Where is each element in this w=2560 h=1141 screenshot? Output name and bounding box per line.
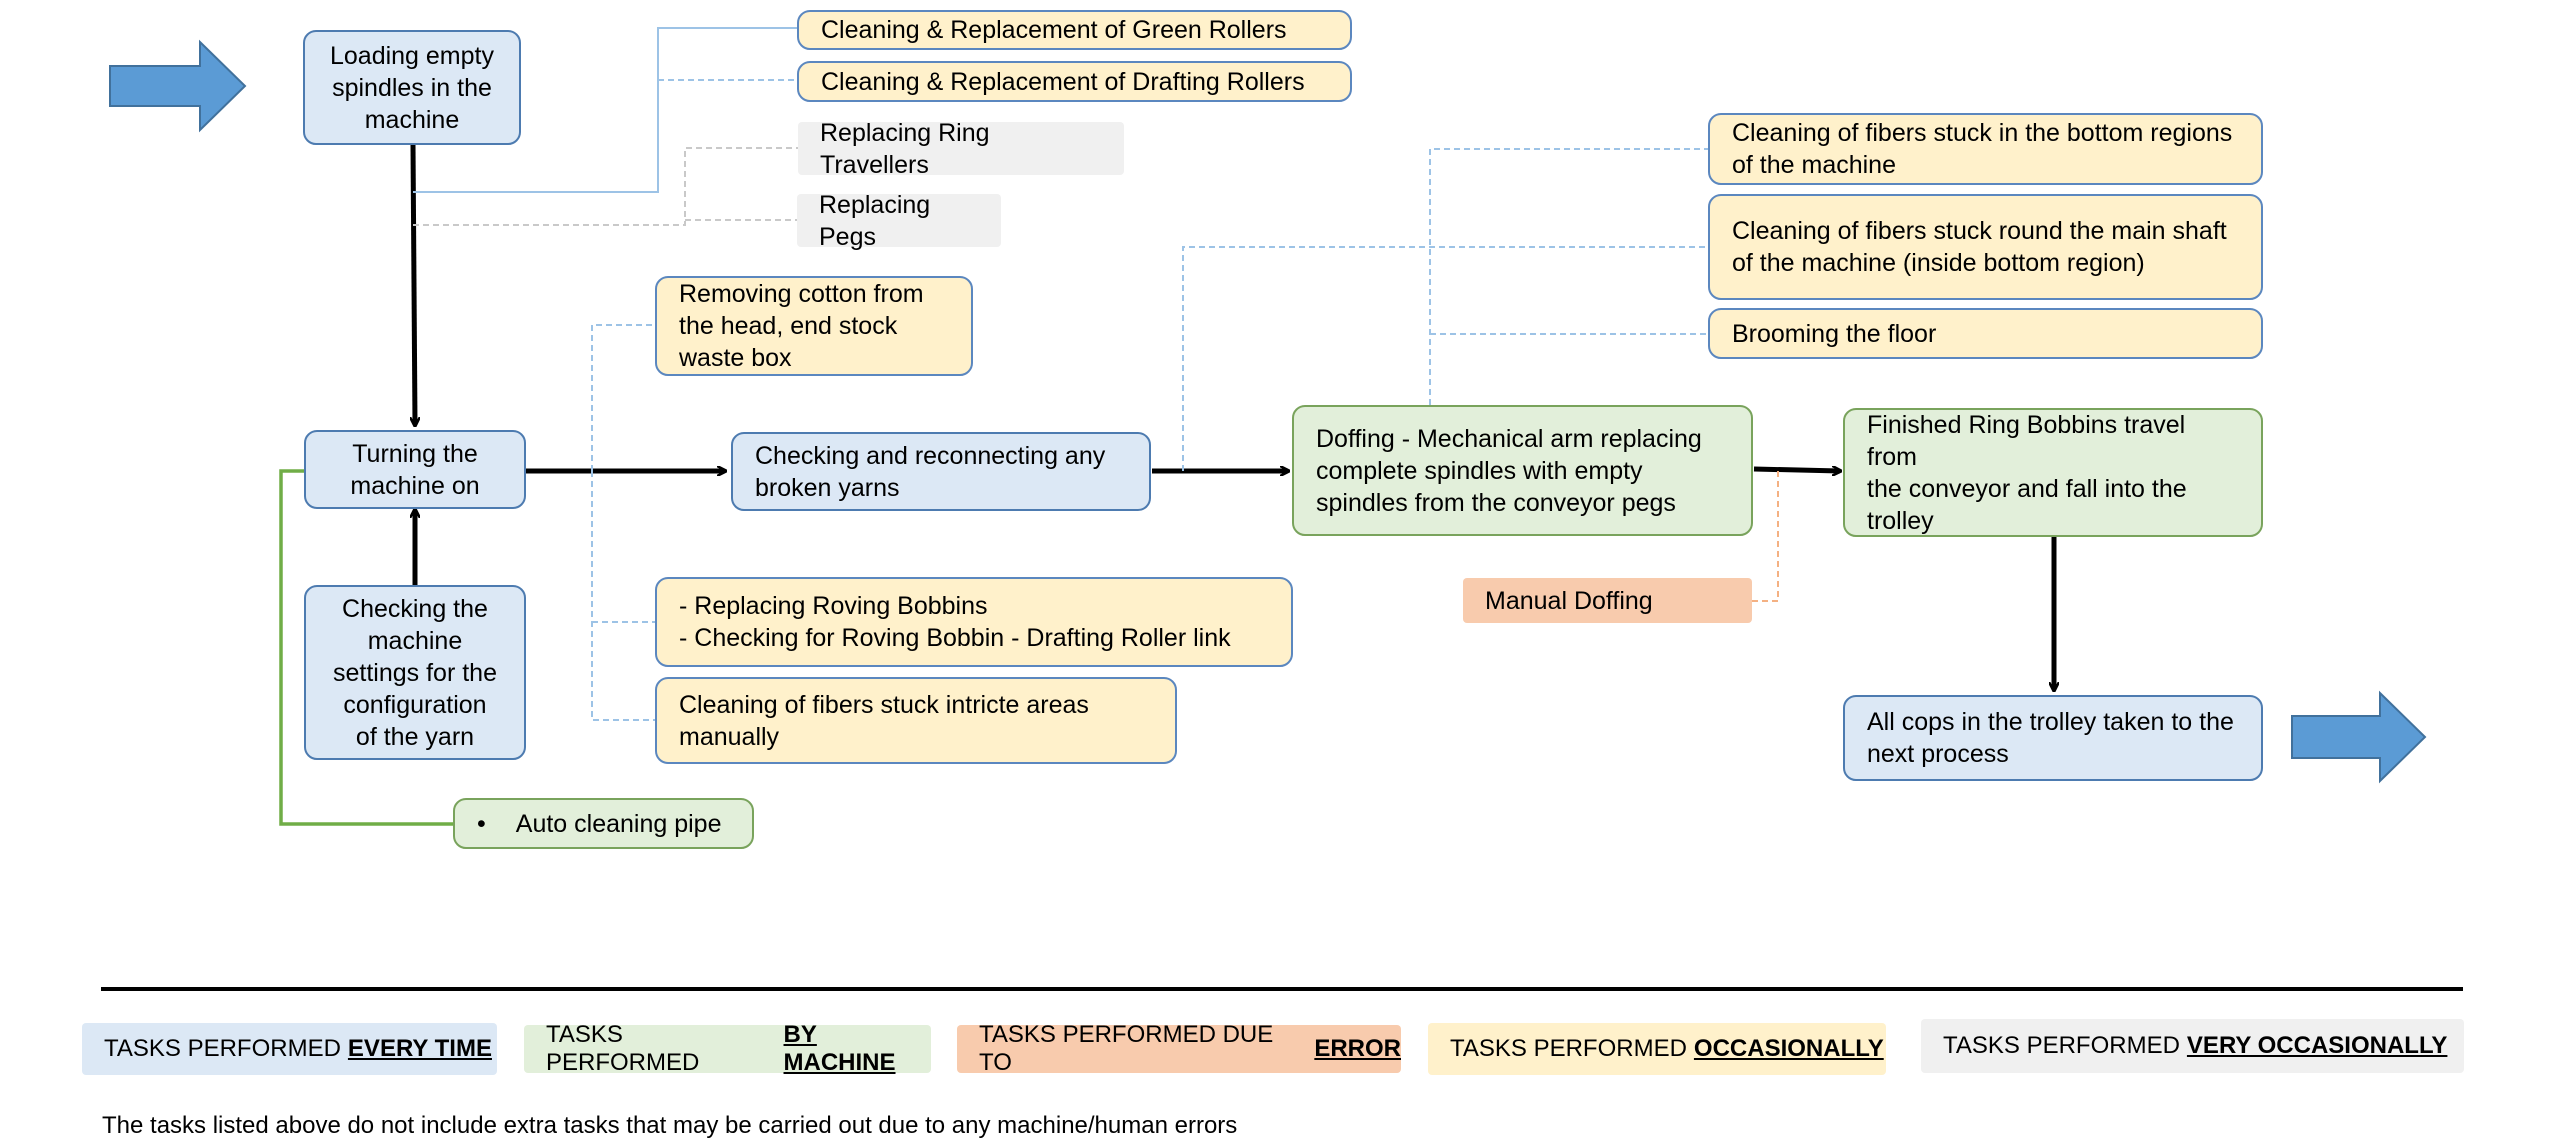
checking-reconnecting-step: Checking and reconnecting any broken yar… — [731, 432, 1151, 511]
removing-cotton-task: Removing cotton from the head, end stock… — [655, 276, 973, 376]
connector-turning-occasional — [591, 324, 655, 471]
connector-pegs — [413, 147, 800, 226]
bottom-regions-task: Cleaning of fibers stuck in the bottom r… — [1708, 113, 2263, 185]
turning-machine-on-label: Turning the machine on — [350, 439, 480, 500]
input-arrow-icon — [109, 39, 247, 133]
legend-very-occasionally-prefix: TASKS PERFORMED — [1943, 1032, 2180, 1059]
finished-bobbins-step: Finished Ring Bobbins travel from the co… — [1843, 408, 2263, 537]
footnote: The tasks listed above do not include ex… — [102, 1112, 1238, 1139]
connector-checking-cleaning — [1182, 246, 1708, 471]
legend-by-machine-prefix: TASKS PERFORMED — [546, 1021, 700, 1076]
legend-occasionally-strong: OCCASIONALLY — [1693, 1035, 1884, 1062]
loading-spindles-step: Loading empty spindles in the machine — [303, 30, 521, 145]
intricate-areas-label: Cleaning of fibers stuck intricte areas … — [679, 690, 1089, 751]
legend-by-machine: TASKS PERFORMED BY MACHINE — [524, 1021, 931, 1076]
checking-settings-step: Checking the machine settings for the co… — [304, 585, 526, 760]
doffing-step: Doffing - Mechanical arm replacing compl… — [1292, 405, 1753, 536]
roving-bobbins-label: - Replacing Roving Bobbins - Checking fo… — [679, 592, 1231, 652]
connector-turning-lower — [591, 471, 655, 721]
output-arrow-icon — [2291, 690, 2427, 784]
main-shaft-label: Cleaning of fibers stuck round the main … — [1732, 217, 2227, 277]
legend-occasionally-prefix: TASKS PERFORMED — [1450, 1035, 1687, 1062]
legend-due-to-error: TASKS PERFORMED DUE TO ERROR — [957, 1021, 1401, 1076]
drafting-rollers-task: Cleaning & Replacement of Drafting Rolle… — [797, 61, 1352, 102]
legend-by-machine-strong: BY MACHINE — [783, 1021, 896, 1076]
auto-cleaning-pipe-task: • Auto cleaning pipe — [453, 798, 754, 849]
legend-very-occasionally: TASKS PERFORMED VERY OCCASIONALLY — [1921, 1019, 2464, 1073]
replacing-pegs-task: Replacing Pegs — [797, 191, 1001, 251]
ring-travellers-label: Replacing Ring Travellers — [820, 118, 990, 179]
intricate-areas-task: Cleaning of fibers stuck intricte areas … — [655, 677, 1177, 764]
auto-cleaning-pipe-label: Auto cleaning pipe — [515, 809, 722, 838]
turning-machine-on-step: Turning the machine on — [304, 430, 526, 509]
doffing-label: Doffing - Mechanical arm replacing compl… — [1316, 424, 1702, 517]
connector-doffing-bottom — [1429, 148, 1708, 405]
finished-bobbins-label: Finished Ring Bobbins travel from the co… — [1867, 410, 2187, 535]
legend-due-to-error-prefix: TASKS PERFORMED DUE TO — [979, 1021, 1274, 1076]
manual-doffing-label: Manual Doffing — [1485, 586, 1653, 615]
green-rollers-label: Cleaning & Replacement of Green Rollers — [821, 16, 1287, 44]
legend-due-to-error-strong: ERROR — [1314, 1035, 1401, 1062]
arrow-loading-to-turning — [413, 144, 415, 425]
main-shaft-task: Cleaning of fibers stuck round the main … — [1708, 194, 2263, 300]
roving-bobbins-task: - Replacing Roving Bobbins - Checking fo… — [655, 577, 1293, 667]
bullet-icon: • — [477, 809, 486, 838]
brooming-task: Brooming the floor — [1708, 308, 2263, 359]
legend-very-occasionally-strong: VERY OCCASIONALLY — [2186, 1032, 2448, 1059]
all-cops-step: All cops in the trolley taken to the nex… — [1843, 695, 2263, 781]
replacing-pegs-label: Replacing Pegs — [819, 190, 931, 251]
connector-rollers — [413, 27, 800, 193]
checking-settings-label: Checking the machine settings for the co… — [333, 594, 497, 751]
manual-doffing-task: Manual Doffing — [1463, 578, 1752, 623]
legend-every-time-prefix: TASKS PERFORMED — [104, 1035, 341, 1062]
legend-every-time-strong: EVERY TIME — [347, 1035, 492, 1062]
loading-spindles-label: Loading empty spindles in the machine — [329, 41, 494, 134]
legend-every-time: TASKS PERFORMED EVERY TIME — [82, 1023, 497, 1075]
ring-travellers-task: Replacing Ring Travellers — [798, 119, 1124, 179]
legend-occasionally: TASKS PERFORMED OCCASIONALLY — [1428, 1023, 1886, 1075]
bottom-regions-label: Cleaning of fibers stuck in the bottom r… — [1732, 119, 2233, 179]
removing-cotton-label: Removing cotton from the head, end stock… — [679, 280, 924, 372]
connector-auto-cleaning — [279, 469, 453, 826]
connector-manual-doffing — [1752, 470, 1779, 602]
checking-reconnecting-label: Checking and reconnecting any broken yar… — [755, 441, 1106, 502]
arrow-doffing-to-finished — [1753, 469, 1840, 471]
brooming-label: Brooming the floor — [1732, 319, 1937, 348]
drafting-rollers-label: Cleaning & Replacement of Drafting Rolle… — [821, 67, 1305, 96]
all-cops-label: All cops in the trolley taken to the nex… — [1867, 708, 2234, 768]
green-rollers-task: Cleaning & Replacement of Green Rollers — [797, 10, 1352, 50]
